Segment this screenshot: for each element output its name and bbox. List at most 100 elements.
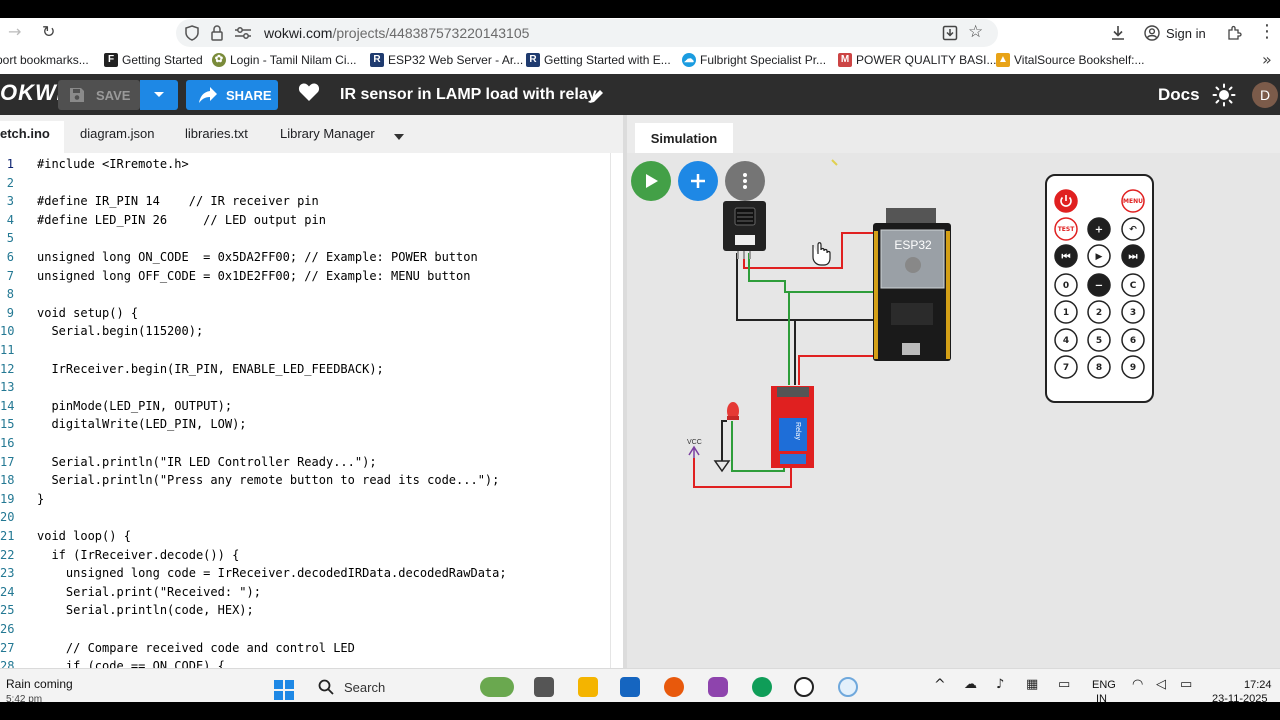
relay-module[interactable]: Relay [771,386,814,468]
taskbar-search[interactable]: Search [308,673,468,699]
display-icon[interactable]: ▭ [1058,677,1071,692]
tab-library-manager[interactable]: Library Manager [280,126,375,141]
bookmark-item-login[interactable]: ✿Login - Tamil Nilam Ci... [212,53,356,67]
more-bookmarks-icon[interactable]: » [1262,50,1272,69]
code-line[interactable]: 26 [0,622,610,641]
download-icon[interactable] [1110,25,1126,41]
keyboard-icon[interactable]: ▦ [1026,677,1039,692]
code-line[interactable]: 18 Serial.println("Press any remote butt… [0,473,610,492]
dell-icon[interactable] [794,677,814,697]
chevron-up-icon[interactable]: ^ [934,677,946,693]
firefox-icon[interactable] [664,677,684,697]
code-line[interactable]: 3#define IR_PIN 14 // IR receiver pin [0,194,610,213]
address-bar[interactable]: wokwi.com/projects/448387573220143105 ☆ [176,19,998,47]
taskbar-widget-icon[interactable] [480,677,514,697]
save-options-button[interactable] [140,80,178,110]
theme-toggle-icon[interactable] [1212,83,1236,107]
simulation-canvas[interactable]: ESP32 VCC [627,153,1280,668]
code-line[interactable]: 5 [0,231,610,250]
remote-button[interactable]: ▶ [1087,244,1111,268]
panel-splitter[interactable] [623,115,627,668]
sign-in-button[interactable]: Sign in [1136,20,1212,46]
code-line[interactable]: 27 // Compare received code and control … [0,641,610,660]
code-line[interactable]: 23 unsigned long code = IrReceiver.decod… [0,566,610,585]
remote-button[interactable]: ⏮ [1054,244,1078,268]
code-line[interactable]: 22 if (IrReceiver.decode()) { [0,548,610,567]
language-primary[interactable]: ENG [1092,679,1116,691]
heart-icon[interactable] [298,82,320,102]
remote-button[interactable]: + [1087,217,1111,241]
remote-button[interactable]: 1 [1054,300,1078,324]
circuit-diagram[interactable]: ESP32 VCC [627,153,1280,668]
share-button[interactable]: SHARE [186,80,278,110]
tab-diagram-json[interactable]: diagram.json [80,126,154,141]
microphone-icon[interactable]: ♪ [996,677,1005,692]
site-settings-icon[interactable] [234,26,252,40]
battery-icon[interactable]: ▭ [1180,677,1193,692]
editor-scrollbar[interactable] [610,153,623,668]
code-line[interactable]: 2 [0,176,610,195]
code-line[interactable]: 4#define LED_PIN 26 // LED output pin [0,213,610,232]
bookmark-item-fulbright[interactable]: ☁Fulbright Specialist Pr... [682,53,826,67]
tab-sketch-ino[interactable]: etch.ino [0,121,64,153]
reload-icon[interactable]: ↻ [42,22,56,41]
code-line[interactable]: 14 pinMode(LED_PIN, OUTPUT); [0,399,610,418]
edge-icon[interactable] [752,677,772,697]
user-avatar[interactable]: D [1252,82,1278,108]
forward-icon[interactable]: → [8,22,22,41]
wokwi-logo[interactable]: OKWi [0,80,64,105]
remote-button[interactable]: 2 [1087,300,1111,324]
save-button[interactable]: SAVE [58,80,140,110]
remote-button[interactable]: 8 [1087,355,1111,379]
code-line[interactable]: 11 [0,343,610,362]
code-line[interactable]: 10 Serial.begin(115200); [0,324,610,343]
url-text[interactable]: wokwi.com/projects/448387573220143105 [264,25,529,41]
remote-button[interactable]: − [1087,273,1111,297]
ir-receiver[interactable] [723,201,766,259]
code-line[interactable]: 24 Serial.print("Received: "); [0,585,610,604]
shield-icon[interactable] [184,25,200,41]
code-line[interactable]: 12 IrReceiver.begin(IR_PIN, ENABLE_LED_F… [0,362,610,381]
cortana-icon[interactable] [838,677,858,697]
tab-libraries-txt[interactable]: libraries.txt [185,126,248,141]
weather-widget[interactable]: Rain coming 5:42 pm [6,677,73,705]
volume-icon[interactable]: ◁ [1156,677,1166,692]
docs-link[interactable]: Docs [1158,85,1200,104]
remote-button[interactable]: MENU [1121,189,1145,213]
task-view-icon[interactable] [534,677,554,697]
language-secondary[interactable]: IN [1096,693,1107,705]
more-options-button[interactable] [725,161,765,201]
cloud-off-icon[interactable]: ☁ [964,677,977,692]
remote-button[interactable]: C [1121,273,1145,297]
remote-button[interactable]: 7 [1054,355,1078,379]
remote-button[interactable]: ↶ [1121,217,1145,241]
red-led[interactable] [727,402,739,420]
code-line[interactable]: 1#include <IRremote.h> [0,157,610,176]
bookmark-item-import[interactable]: port bookmarks... [0,53,89,67]
remote-button[interactable] [1054,189,1078,213]
remote-button[interactable]: 6 [1121,328,1145,352]
extensions-icon[interactable] [1226,25,1242,41]
edit-title-icon[interactable] [588,87,606,105]
copilot-icon[interactable] [708,677,728,697]
bookmark-star-icon[interactable]: ☆ [968,22,984,42]
esp32-board[interactable]: ESP32 [873,208,951,361]
code-line[interactable]: 25 Serial.println(code, HEX); [0,603,610,622]
bookmark-item-vitalsource[interactable]: ▲VitalSource Bookshelf:... [996,53,1145,67]
start-icon[interactable] [273,679,295,701]
add-part-button[interactable] [678,161,718,201]
remote-button[interactable]: 3 [1121,300,1145,324]
remote-button[interactable]: TEST [1054,217,1078,241]
browser-menu-icon[interactable]: ⋮ [1258,21,1276,42]
code-line[interactable]: 15 digitalWrite(LED_PIN, LOW); [0,417,610,436]
tabs-dropdown-icon[interactable] [394,134,404,141]
install-app-icon[interactable] [942,25,958,41]
remote-button[interactable]: 0 [1054,273,1078,297]
